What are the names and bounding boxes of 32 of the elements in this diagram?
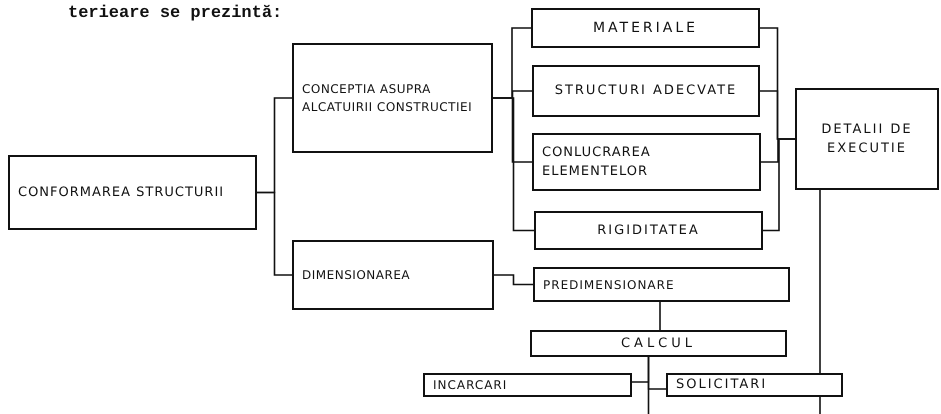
- box-label: INCARCARI: [433, 377, 508, 394]
- box-label: CONFORMAREA STRUCTURII: [18, 184, 224, 202]
- intro-text: terieare se prezintă:: [68, 4, 282, 23]
- box-label: CONCEPTIA ASUPRA ALCATUIRII CONSTRUCTIEI: [302, 81, 474, 116]
- connector-line: [763, 138, 795, 232]
- connector-line: [819, 190, 821, 414]
- box-label: RIGIDITATEA: [597, 222, 700, 240]
- box-label: MATERIALE: [592, 18, 698, 38]
- connector-line: [257, 192, 292, 276]
- process-box: [8, 155, 257, 230]
- process-box: [795, 88, 939, 190]
- box-label: DIMENSIONAREA: [302, 267, 410, 284]
- box-label: CALCUL: [620, 334, 696, 353]
- process-box: [533, 267, 790, 302]
- box-label: STRUCTURI ADECVATE: [554, 82, 738, 100]
- process-box: [532, 65, 760, 117]
- box-label: DETALII DE EXECUTIE: [820, 120, 914, 158]
- box-label: PREDIMENSIONARE: [543, 276, 675, 294]
- connector-line: [648, 357, 650, 414]
- connector-line: [494, 274, 533, 286]
- process-box: [292, 240, 494, 310]
- process-box: [530, 330, 787, 357]
- process-box: [666, 373, 843, 397]
- process-box: [532, 133, 761, 191]
- process-box: [292, 43, 493, 153]
- connector-line: [659, 302, 661, 330]
- process-box: [534, 211, 763, 250]
- process-box: [531, 8, 760, 48]
- connector-line: [493, 97, 534, 232]
- box-label: CONLUCRAREA ELEMENTELOR: [542, 144, 652, 181]
- box-label: SOLICITARI: [676, 376, 768, 394]
- process-box: [423, 373, 632, 397]
